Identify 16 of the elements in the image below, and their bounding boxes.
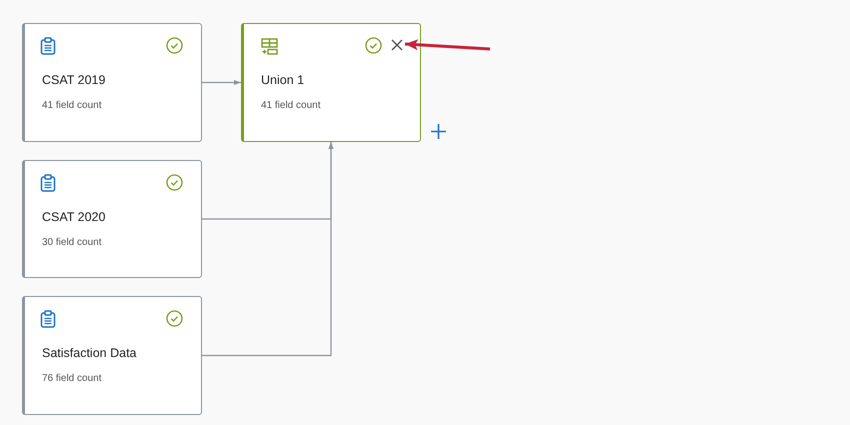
close-icon bbox=[390, 38, 404, 52]
union-card bbox=[241, 23, 421, 142]
dataset-card bbox=[22, 296, 202, 415]
pointer-arrow bbox=[404, 39, 490, 50]
card-title: CSAT 2020 bbox=[42, 210, 106, 224]
dataset-card bbox=[22, 23, 202, 142]
card-title: Satisfaction Data bbox=[42, 346, 136, 360]
field-count: 30 field count bbox=[42, 237, 102, 248]
card-title: CSAT 2019 bbox=[42, 73, 106, 87]
connector-arrow bbox=[202, 80, 241, 85]
field-count: 41 field count bbox=[261, 100, 320, 111]
dataset-card bbox=[22, 160, 202, 278]
connector-arrow bbox=[202, 142, 334, 356]
card-title: Union 1 bbox=[261, 73, 304, 87]
field-count: 76 field count bbox=[42, 373, 102, 384]
field-count: 41 field count bbox=[42, 100, 102, 111]
